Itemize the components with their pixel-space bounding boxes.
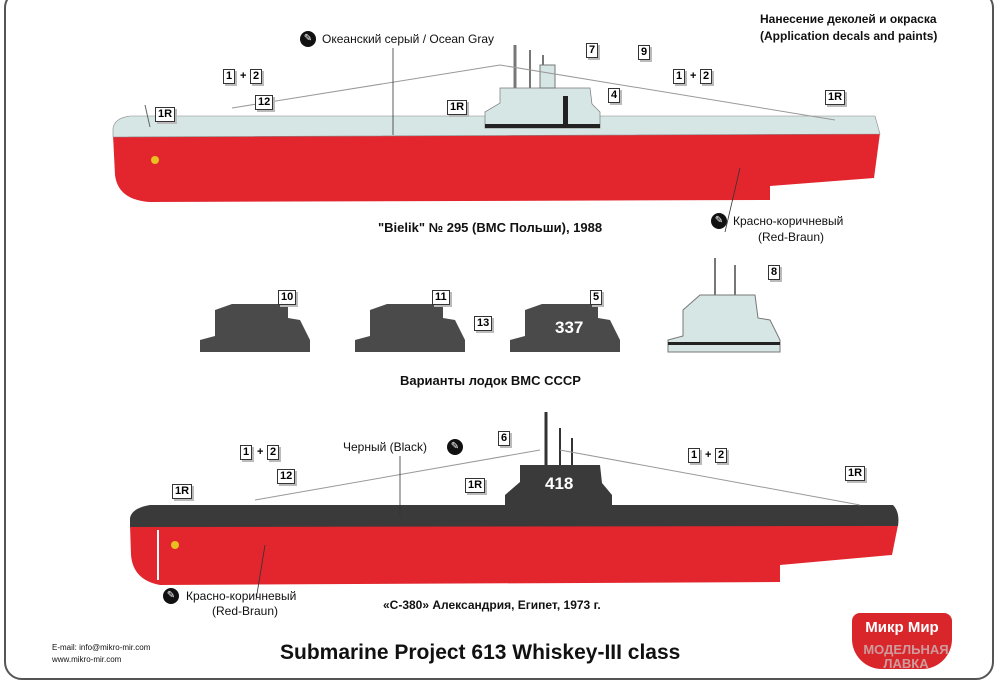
decal-callout: 1R — [447, 100, 468, 115]
plus-sign: + — [690, 70, 697, 82]
decal-callout: 1 — [688, 448, 701, 463]
decal-callout: 2 — [700, 69, 713, 84]
paint-label-red-ru: Красно-коричневый — [186, 589, 297, 603]
decal-callout: 13 — [474, 316, 493, 331]
paint-label-black: Черный (Black) — [343, 440, 427, 454]
logo-subtext: МОДЕЛЬНАЯ ЛАВКА — [863, 642, 949, 671]
decal-callout: 1R — [155, 107, 176, 122]
variant-towers — [200, 258, 781, 353]
decal-callout: 4 — [608, 88, 621, 103]
paint-label-red-ru: Красно-коричневый — [733, 214, 844, 228]
sub2-caption: «С-380» Александрия, Египет, 1973 г. — [383, 598, 601, 612]
contact-email: E-mail: info@mikro-mir.com — [52, 643, 151, 652]
sheet-title: Submarine Project 613 Whiskey-III class — [280, 641, 681, 664]
decal-callout: 6 — [498, 431, 511, 446]
contact-website: www.mikro-mir.com — [52, 655, 122, 664]
submarine-bielik — [112, 45, 881, 202]
paint-label-red-en: (Red-Braun) — [758, 230, 825, 244]
paint-brush-icon: ✎ — [163, 588, 179, 604]
variants-caption: Варианты лодок ВМС СССР — [400, 373, 581, 388]
paint-label-ocean-gray: Океанский серый / Ocean Gray — [322, 32, 495, 46]
decal-callout: 12 — [255, 95, 274, 110]
decal-callout: 2 — [267, 445, 280, 460]
paint-brush-icon: ✎ — [300, 31, 316, 47]
plus-sign: + — [257, 446, 264, 458]
paint-brush-icon: ✎ — [447, 439, 463, 455]
plus-sign: + — [240, 70, 247, 82]
decal-callout: 5 — [590, 290, 603, 305]
decal-callout: 2 — [715, 448, 728, 463]
mikro-mir-logo: Микр Мир МОДЕЛЬНАЯ ЛАВКА — [852, 613, 952, 671]
submarine-s380 — [130, 412, 899, 585]
decal-callout: 1R — [172, 484, 193, 499]
decal-callout: 7 — [586, 43, 599, 58]
sub2-hull-number: 418 — [545, 474, 574, 493]
decal-callout: 1 — [223, 69, 236, 84]
decal-callout: 11 — [432, 290, 450, 305]
decal-callout: 9 — [638, 45, 651, 60]
sheet-border — [4, 0, 994, 680]
paint-label-red-en: (Red-Braun) — [212, 604, 279, 618]
decal-callout: 2 — [250, 69, 263, 84]
paint-brush-icon: ✎ — [711, 213, 727, 229]
plus-sign: + — [705, 449, 712, 461]
sub1-caption: "Bielik" № 295 (ВМС Польши), 1988 — [378, 220, 603, 235]
decal-callout: 8 — [768, 265, 781, 280]
variant-hull-number: 337 — [555, 318, 584, 337]
decal-callout: 1R — [825, 90, 846, 105]
decal-callout: 1 — [673, 69, 686, 84]
leader-lines — [255, 48, 741, 601]
decal-callout: 1R — [845, 466, 866, 481]
decal-callout: 12 — [277, 469, 296, 484]
decal-callout: 1 — [240, 445, 253, 460]
header-title-ru: Нанесение деколей и окраска — [760, 12, 937, 26]
decal-callout: 10 — [278, 290, 297, 305]
logo-text: Микр Мир — [865, 619, 939, 636]
decal-callout: 1R — [465, 478, 486, 493]
header-title-en: (Application decals and paints) — [760, 29, 938, 43]
